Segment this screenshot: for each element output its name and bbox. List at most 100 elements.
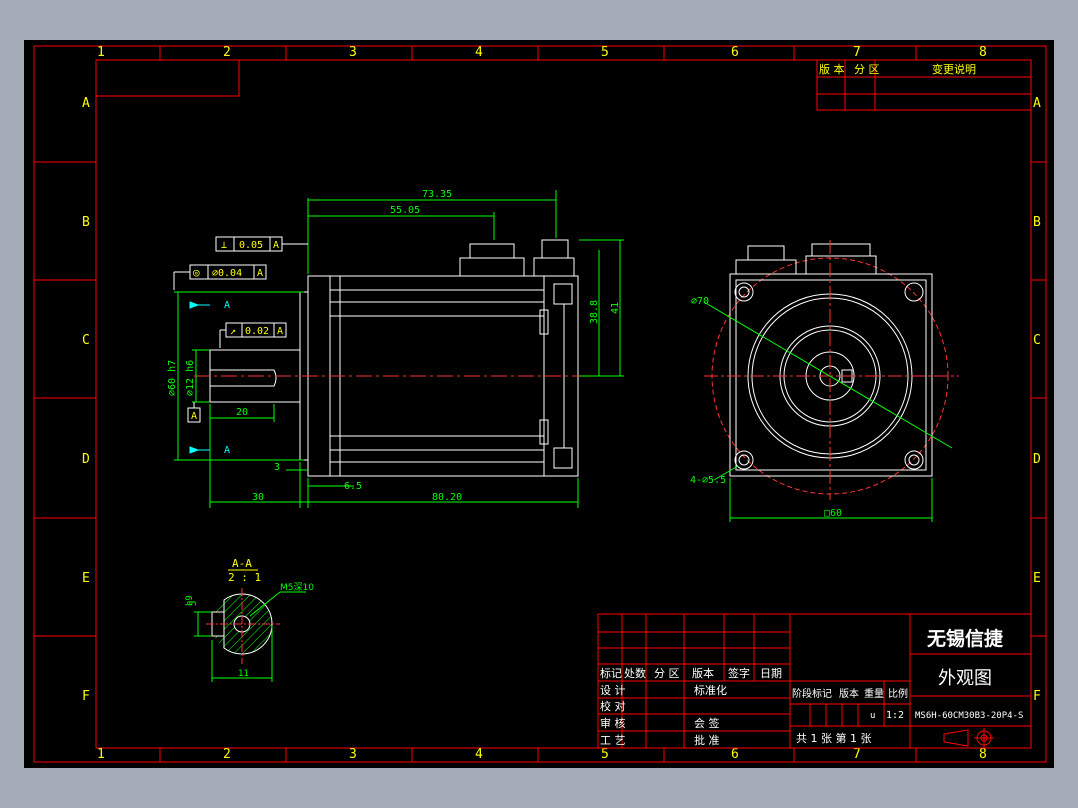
drawing-title: 外观图 [938, 668, 992, 689]
tb-process: 工 艺 [600, 734, 626, 747]
tb-scale-value: 1:2 [886, 710, 904, 721]
grid-row-left-E: E [82, 571, 90, 586]
grid-col-bottom-2: 2 [223, 747, 231, 762]
revision-table [816, 59, 1032, 111]
dim-total-length: 73.35 [422, 189, 452, 200]
grid-col-bottom-4: 4 [475, 747, 483, 762]
grid-row-left-C: C [82, 333, 90, 348]
rev-header-desc: 变更说明 [932, 62, 976, 76]
end-view-outline [729, 243, 933, 477]
grid-row-left-D: D [82, 452, 90, 467]
tb-stage-weight: 重量 [864, 687, 884, 700]
inner-border [95, 59, 1032, 749]
grid-col-bottom-1: 1 [97, 747, 105, 762]
section-mark-top: A [224, 300, 230, 311]
tb-review: 审 核 [600, 716, 626, 730]
sec-key-depth: 5 [189, 601, 199, 606]
grid-row-left-F: F [82, 689, 90, 704]
runout-datum: A [277, 326, 283, 337]
dim-partial-length: 55.05 [390, 205, 420, 216]
tolerance-leaders [173, 243, 308, 408]
tb-approve: 批 准 [694, 733, 720, 747]
grid-col-top-3: 3 [349, 45, 357, 60]
grid-col-bottom-8: 8 [979, 747, 987, 762]
tb-header-count: 处数 [624, 667, 646, 680]
dim-shaft-len: 20 [236, 407, 248, 418]
dim-height-outer: 41 [610, 302, 621, 314]
sec-key-height: h9 [185, 595, 195, 606]
front-view-outline [209, 239, 579, 477]
dim-flange-offset: 3 [274, 462, 280, 473]
section-dimensions [194, 591, 306, 682]
grid-col-top-6: 6 [731, 45, 739, 60]
runout-value: 0.02 [245, 326, 269, 337]
dim-pcd: ⌀70 [691, 296, 709, 307]
grid-row-right-B: B [1033, 215, 1041, 230]
conc-value: ⌀0.04 [212, 268, 242, 279]
grid-row-right-F: F [1033, 689, 1041, 704]
grid-col-bottom-3: 3 [349, 747, 357, 762]
dim-shaft-total: 30 [252, 492, 264, 503]
tb-header-sign: 签字 [728, 666, 750, 680]
sec-width: 11 [238, 669, 249, 679]
grid-row-right-A: A [1033, 96, 1041, 111]
end-view-centerlines [704, 240, 959, 500]
conc-datum: A [257, 268, 263, 279]
tb-header-version: 版本 [692, 666, 714, 680]
grid-col-top-8: 8 [979, 45, 987, 60]
dim-flange-thick: 6.5 [344, 481, 362, 492]
grid-row-left-B: B [82, 215, 90, 230]
tb-header-zone: 分 区 [654, 667, 680, 680]
rev-header-version: 版 本 [819, 62, 845, 76]
sec-thread: M5深10 [280, 582, 314, 593]
grid-col-top-5: 5 [601, 45, 609, 60]
projection-symbol-icon [943, 728, 994, 748]
tb-stage-mark: 阶段标记 [792, 687, 832, 700]
grid-col-bottom-7: 7 [853, 747, 861, 762]
dim-shaft-dia2: ⌀12 h6 [185, 360, 196, 396]
grid-col-top-4: 4 [475, 45, 483, 60]
grid-row-right-D: D [1033, 452, 1041, 467]
grid-row-left-A: A [82, 96, 90, 111]
tb-design: 设 计 [600, 684, 626, 697]
rev-header-zone: 分 区 [854, 63, 880, 76]
tb-check: 校 对 [600, 699, 626, 713]
grid-col-bottom-5: 5 [601, 747, 609, 762]
section-arrows [189, 301, 210, 454]
tb-stage-version: 版本 [839, 687, 859, 700]
company-name: 无锡信捷 [927, 627, 1004, 650]
top-left-box [96, 60, 240, 97]
grid-col-bottom-6: 6 [731, 747, 739, 762]
dim-holes: 4-⌀5.5 [690, 475, 726, 486]
tb-sheet-info: 共 1 张 第 1 张 [796, 731, 871, 745]
perp-datum: A [273, 240, 279, 251]
datum-label: A [191, 411, 197, 422]
section-scale: 2 : 1 [228, 571, 261, 584]
dim-height-inner: 38.8 [589, 300, 600, 324]
tb-stage-scale: 比例 [888, 687, 908, 700]
tb-model-number: MS6H-60CM30B3-20P4-S [915, 711, 1023, 721]
tb-header-mark: 标记 [600, 666, 622, 680]
grid-row-right-C: C [1033, 333, 1041, 348]
tb-header-date: 日期 [760, 667, 782, 680]
grid-col-top-7: 7 [853, 45, 861, 60]
outer-border [33, 45, 1047, 763]
tb-standard: 标准化 [694, 683, 727, 697]
title-block-lines [597, 613, 1032, 749]
tolerance-frames [187, 236, 287, 423]
section-centerlines [206, 588, 280, 664]
grid-col-top-1: 1 [97, 45, 105, 60]
perp-value: 0.05 [239, 240, 263, 251]
dim-square: □60 [824, 508, 842, 519]
tb-countersign: 会 签 [694, 716, 720, 730]
conc-symbol: ◎ [193, 266, 200, 279]
section-mark-bottom: A [224, 445, 230, 456]
end-view-dimensions [703, 301, 953, 522]
grid-row-right-E: E [1033, 571, 1041, 586]
dim-body-length: 80.20 [432, 492, 462, 503]
perp-symbol: ⊥ [221, 240, 227, 251]
front-dimension-lines [174, 190, 624, 508]
section-title: A-A [232, 557, 252, 570]
